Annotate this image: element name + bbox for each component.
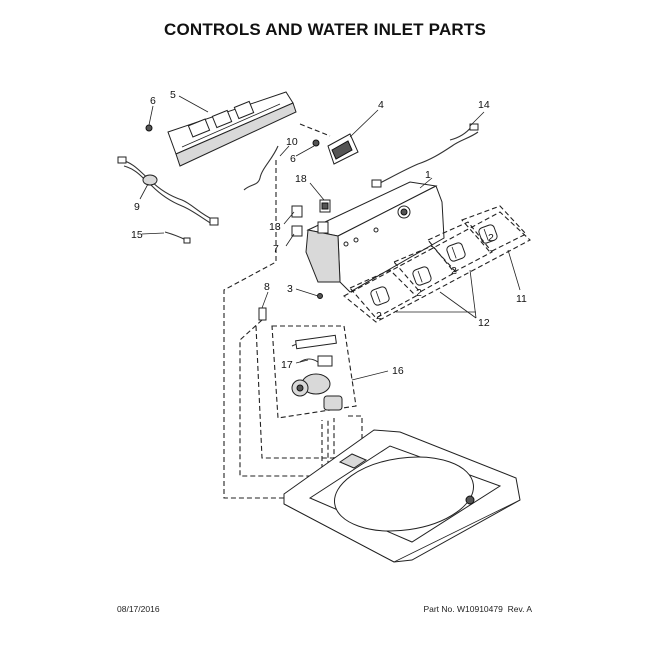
callout-7: 7	[273, 243, 279, 255]
cabinet-top	[283, 429, 521, 563]
part-13-switch	[291, 205, 329, 234]
part-1-console	[305, 181, 445, 293]
callout-14: 14	[478, 99, 490, 111]
callout-2c: 2	[416, 287, 422, 299]
part-6-screw-left	[145, 124, 153, 132]
callout-18: 18	[295, 173, 307, 185]
callout-6a: 6	[150, 95, 156, 107]
part-8-clip	[258, 307, 267, 321]
callout-2d: 2	[376, 310, 382, 322]
callout-labels: 1 2 2 2 2 3 4 5 6 6 7 8 9 10 11 12 13 14…	[131, 89, 527, 377]
callout-17: 17	[281, 359, 293, 371]
callout-12: 12	[478, 317, 490, 329]
part-4-ui-board	[327, 133, 359, 165]
callout-5: 5	[170, 89, 176, 101]
callout-8: 8	[264, 281, 270, 293]
part-3-screw	[317, 293, 323, 299]
part-number: Part No. W10910479	[423, 604, 503, 614]
part-15-wire	[164, 231, 191, 244]
callout-1: 1	[425, 169, 431, 181]
part-10-harness	[243, 145, 279, 191]
callout-6b: 6	[290, 153, 296, 165]
part-17-hose	[299, 358, 319, 363]
part-18-switch	[319, 199, 331, 213]
part-7-clip	[291, 225, 303, 237]
part-6-screw-right	[312, 139, 320, 147]
footer-date: 08/17/2016	[117, 604, 160, 614]
callout-13: 13	[269, 221, 281, 233]
callout-11: 11	[516, 293, 527, 305]
part-16-water-inlet-assembly	[271, 325, 357, 419]
callout-2a: 2	[488, 232, 494, 244]
callout-9: 9	[134, 201, 140, 213]
callout-15: 15	[131, 229, 143, 241]
callout-3: 3	[287, 283, 293, 295]
part-5-control-panel	[167, 91, 297, 167]
footer-part-number: Part No. W10910479 Rev. A	[423, 604, 532, 614]
part-2-knobs	[370, 224, 498, 306]
callout-16: 16	[392, 365, 404, 377]
part-14-harness	[371, 123, 479, 188]
callout-leaders	[139, 95, 521, 381]
connection-dashes	[223, 123, 363, 499]
callout-2b: 2	[451, 265, 457, 277]
revision: Rev. A	[507, 604, 532, 614]
part-9-wire-harness	[117, 156, 219, 226]
callout-10: 10	[286, 136, 298, 148]
knob-group-outlines	[343, 205, 531, 323]
page-title: CONTROLS AND WATER INLET PARTS	[163, 20, 487, 39]
callout-4: 4	[378, 99, 384, 111]
